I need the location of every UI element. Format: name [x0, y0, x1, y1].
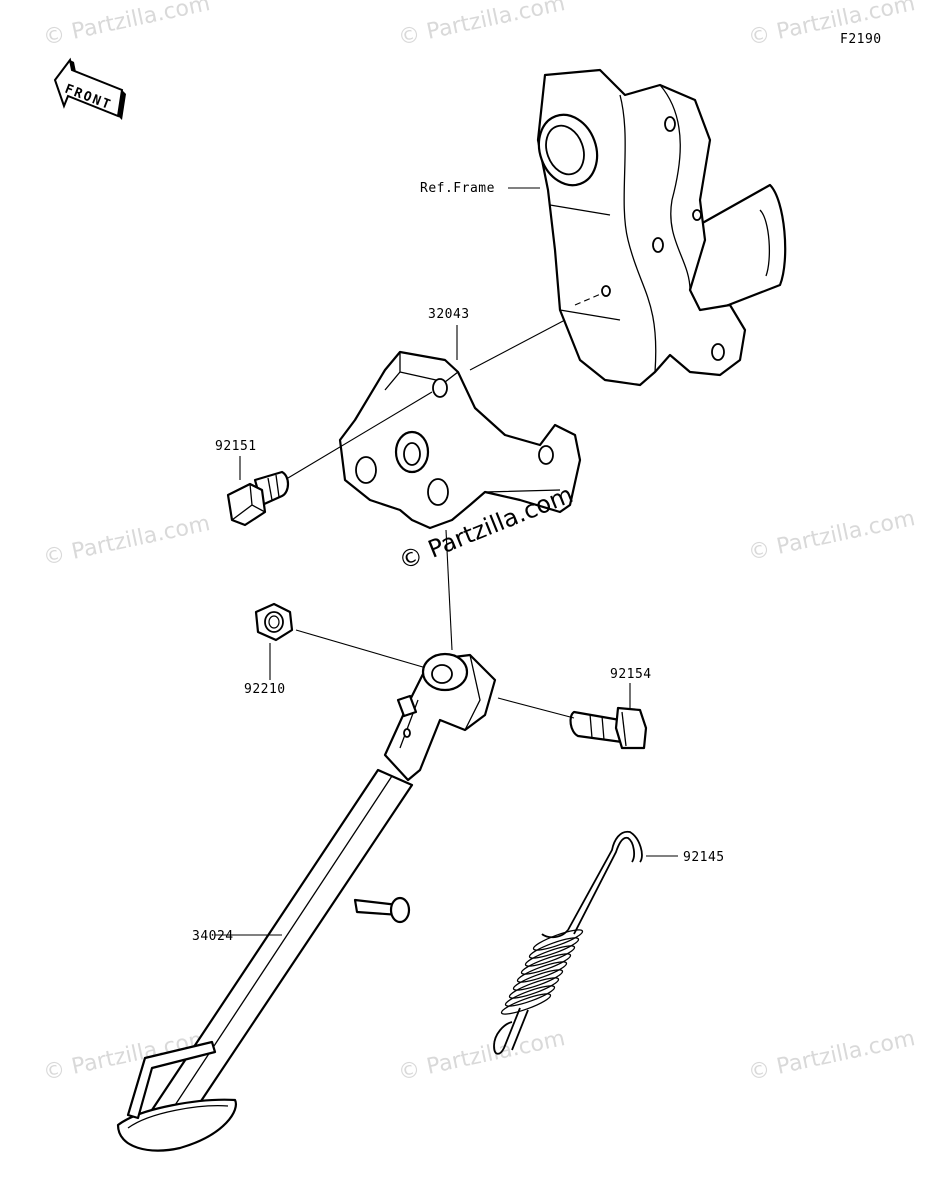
part-92154-bolt: [569, 706, 648, 750]
watermark-tile: © Partzilla.com: [746, 506, 917, 566]
part-34024-side-stand: [116, 652, 497, 1152]
front-arrow-icon: FRONT: [53, 57, 126, 120]
part-number-92145: 92145: [683, 850, 725, 865]
watermark-tile: © Partzilla.com: [41, 0, 212, 51]
spring-coils: [500, 929, 584, 1015]
part-92210-nut: [254, 602, 294, 642]
part-32043-bracket: [338, 350, 582, 530]
watermark-tile: © Partzilla.com: [41, 511, 212, 571]
watermark-tile: © Partzilla.com: [746, 1026, 917, 1086]
part-92145-spring: [493, 830, 643, 1055]
part-number-92151: 92151: [215, 439, 257, 454]
part-92151-bolt: [226, 470, 290, 527]
watermark-tile: © Partzilla.com: [396, 0, 567, 51]
frame-reference: [536, 68, 787, 387]
part-number-32043: 32043: [428, 307, 470, 322]
part-number-92154: 92154: [610, 667, 652, 682]
watermark-tile: © Partzilla.com: [396, 1026, 567, 1086]
part-number-34024: 34024: [192, 929, 234, 944]
part-number-92210: 92210: [244, 682, 286, 697]
watermark-tile: © Partzilla.com: [746, 0, 917, 51]
figure-code: F2190: [840, 32, 882, 47]
ref-frame-label: Ref.Frame: [420, 181, 495, 196]
